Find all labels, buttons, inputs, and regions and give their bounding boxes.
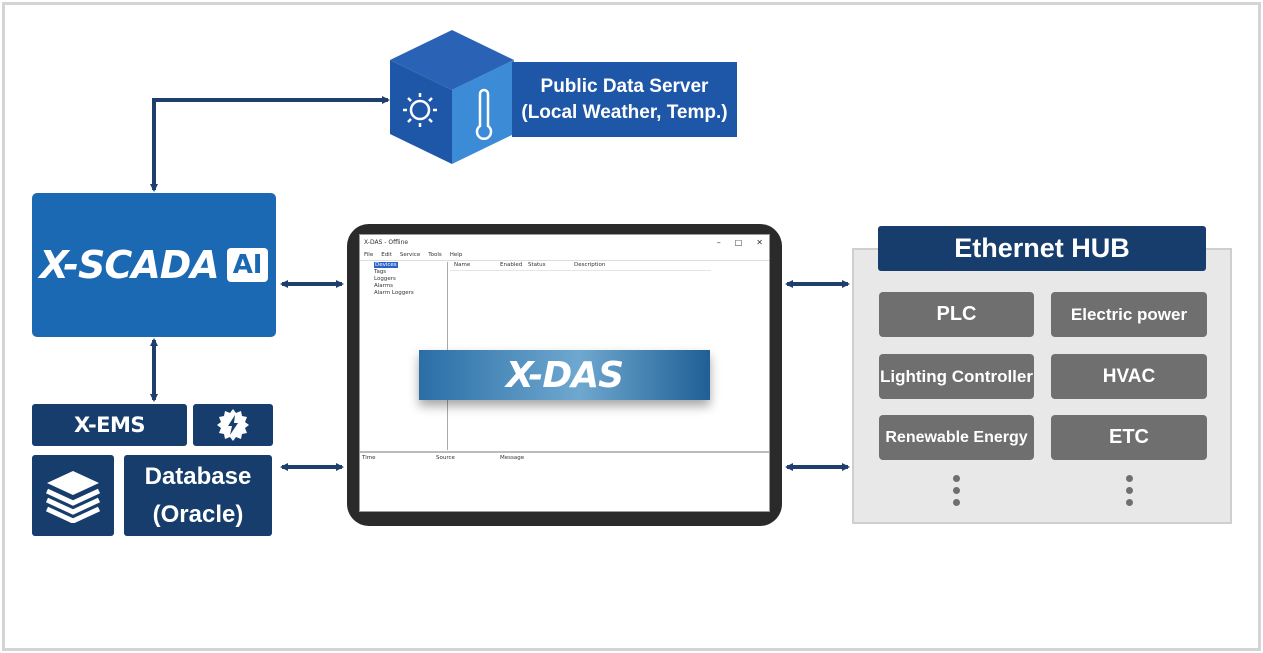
grid-col-description[interactable]: Description	[574, 262, 606, 268]
menu-service[interactable]: Service	[399, 251, 421, 258]
hub-title: Ethernet HUB	[878, 226, 1206, 271]
xdas-log-panel: Time Source Message	[360, 451, 769, 511]
log-col-time[interactable]: Time	[362, 455, 376, 461]
device-lighting-controller: Lighting Controller	[879, 354, 1034, 399]
database-box: Database (Oracle)	[124, 455, 272, 536]
tree-item-loggers[interactable]: Loggers	[374, 276, 396, 282]
grid-col-status[interactable]: Status	[528, 262, 546, 268]
menu-file[interactable]: File	[364, 251, 374, 258]
energy-gear-icon	[217, 409, 249, 441]
tree-item-alarms[interactable]: Alarms	[374, 283, 394, 289]
xscada-logo: X-SCADA	[39, 243, 220, 287]
xdas-grid-header: Name Enabled Status Description	[450, 262, 711, 271]
log-col-source[interactable]: Source	[436, 455, 455, 461]
ai-badge: AI	[226, 248, 269, 282]
xems-label: X-EMS	[73, 413, 146, 437]
tree-item-alarm-loggers[interactable]: Alarm Loggers	[374, 290, 414, 296]
xdas-banner: X-DAS	[419, 350, 710, 400]
xdas-window-title: X-DAS - Offline	[364, 238, 409, 246]
device-electric-power: Electric power	[1051, 292, 1207, 337]
tree-item-tags[interactable]: Tags	[374, 269, 387, 275]
minimize-button[interactable]: –	[716, 238, 721, 247]
more-dots-left	[951, 475, 961, 506]
menu-edit[interactable]: Edit	[381, 251, 392, 258]
server-subtitle: (Local Weather, Temp.)	[521, 101, 728, 123]
xdas-logo: X-DAS	[505, 354, 624, 396]
xdas-menubar: File Edit Service Tools Help	[360, 249, 769, 261]
grid-col-enabled[interactable]: Enabled	[500, 262, 523, 268]
log-col-message[interactable]: Message	[500, 455, 525, 461]
device-plc: PLC	[879, 292, 1034, 337]
thermometer-icon	[475, 88, 493, 140]
menu-tools[interactable]: Tools	[428, 251, 442, 258]
database-stack-box	[32, 455, 114, 536]
grid-col-name[interactable]: Name	[454, 262, 471, 268]
server-cube-icon	[390, 30, 514, 164]
more-dots-right	[1124, 475, 1134, 506]
xscada-box: X-SCADA AI	[32, 193, 276, 337]
xems-box: X-EMS	[32, 404, 187, 446]
arrow-scada-to-server	[150, 96, 390, 192]
server-title: Public Data Server	[540, 75, 709, 97]
device-renewable-energy: Renewable Energy	[879, 415, 1034, 460]
tree-item-devices[interactable]: Devices	[374, 262, 398, 268]
database-subtitle: (Oracle)	[152, 500, 244, 528]
menu-help[interactable]: Help	[449, 251, 463, 258]
sun-icon	[403, 93, 437, 127]
close-button[interactable]: ✕	[756, 238, 763, 247]
maximize-button[interactable]: □	[734, 238, 743, 247]
device-etc: ETC	[1051, 415, 1207, 460]
xdas-titlebar: X-DAS - Offline – □ ✕	[360, 235, 769, 249]
energy-box	[193, 404, 273, 446]
database-title: Database	[144, 462, 252, 490]
database-layers-icon	[45, 470, 101, 523]
public-data-server-label: Public Data Server (Local Weather, Temp.…	[512, 62, 737, 137]
device-hvac: HVAC	[1051, 354, 1207, 399]
